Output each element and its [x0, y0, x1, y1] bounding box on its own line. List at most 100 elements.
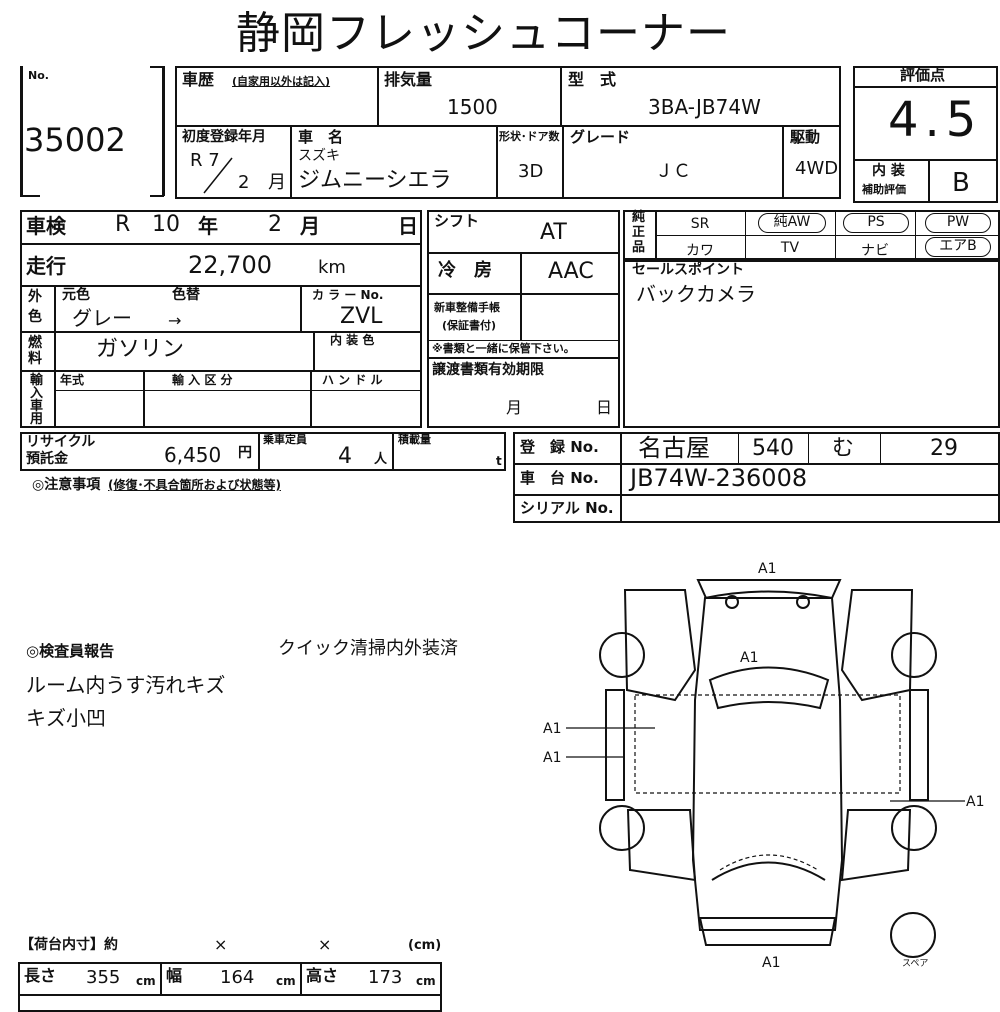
score-interior-divider — [928, 159, 930, 203]
spec-side-divider — [54, 285, 56, 428]
color-change-label: 色替 — [172, 287, 200, 303]
doors-label: 形状･ドア数 — [499, 130, 560, 143]
cargo-height: 173 — [368, 967, 403, 988]
history-sub-label: (自家用以外は記入) — [232, 75, 331, 88]
chassis-value: JB74W-236008 — [630, 464, 808, 492]
car-name-label: 車 名 — [298, 128, 344, 146]
recycle-divider-2 — [392, 432, 394, 471]
inspection-year-unit: 年 — [198, 214, 218, 238]
shift-value: AT — [540, 220, 567, 245]
divider-firstreg — [290, 125, 292, 199]
color-original-label: 元色 — [62, 287, 90, 303]
inspection-era: R — [115, 212, 131, 237]
equipment-sr: SR — [690, 216, 710, 232]
load-unit: t — [496, 454, 502, 468]
history-label: 車歴 — [182, 70, 215, 89]
drive-label: 駆動 — [790, 128, 821, 146]
spec-line-2 — [20, 285, 422, 287]
notes-label: ◎注意事項 — [32, 477, 101, 493]
equipment-col-3 — [915, 210, 916, 260]
mileage-unit: km — [318, 257, 346, 278]
damage-mark-right: A1 — [966, 794, 985, 810]
mileage-label: 走行 — [26, 254, 66, 278]
spec-import-subline — [54, 390, 422, 391]
transfer-month-unit: 月 — [506, 398, 523, 417]
cargo-label: 【荷台内寸】約 — [20, 937, 118, 953]
inspection-month-unit: 月 — [300, 214, 320, 238]
lot-top-right — [150, 66, 164, 68]
equipment-side-label-3: 品 — [632, 240, 646, 255]
damage-mark-left-1: A1 — [543, 721, 562, 737]
registration-line-1 — [513, 463, 1000, 465]
fuel-value: ガソリン — [96, 337, 185, 362]
color-code-value: ZVL — [340, 304, 383, 329]
chassis-label: 車 台 No. — [520, 469, 599, 487]
equipment-aw-circled: 純AW — [758, 213, 826, 233]
recycle-value: 6,450 — [164, 443, 222, 467]
car-model: ジムニーシエラ — [298, 168, 452, 193]
color-side-label-2: 色 — [28, 309, 42, 325]
serial-label: シリアル No. — [520, 499, 614, 517]
registration-class: 540 — [752, 436, 794, 461]
spec-color-divider — [300, 285, 302, 331]
shift-line-1 — [427, 252, 620, 254]
vehicle-info-block — [175, 66, 841, 199]
spec-line-4 — [20, 370, 422, 372]
load-label: 積載量 — [398, 433, 431, 446]
lot-bottom-right — [150, 195, 164, 197]
inspector-line-1: ルーム内うす汚れキズ — [26, 673, 226, 697]
spec-import-divider-1 — [143, 370, 145, 428]
cargo-line — [18, 994, 442, 996]
car-maker: スズキ — [298, 148, 340, 164]
equipment-tv: TV — [780, 240, 800, 256]
cargo-length: 355 — [86, 967, 121, 988]
shift-line-2 — [427, 293, 620, 295]
equipment-col-2 — [835, 210, 836, 260]
inspection-day-unit: 日 — [398, 214, 418, 238]
spare-tire-label: スペア — [902, 959, 929, 969]
cargo-height-label: 高さ — [306, 966, 339, 985]
notes-sub-label: (修復･不具合箇所および状態等) — [108, 478, 281, 492]
registration-class-divider — [808, 432, 809, 463]
damage-mark-rear: A1 — [758, 561, 777, 577]
displacement-value: 1500 — [447, 95, 498, 119]
color-change-value: → — [168, 311, 182, 330]
displacement-label: 排気量 — [384, 70, 433, 89]
registration-kana-divider — [880, 432, 881, 463]
damage-mark-roof: A1 — [740, 650, 759, 666]
spec-line-3 — [20, 331, 422, 333]
lot-bottom-left — [20, 195, 40, 197]
sales-point-label: セールスポイント — [632, 262, 744, 278]
equipment-leather: カワ — [686, 243, 714, 259]
import-year-label: 年式 — [60, 373, 85, 387]
shift-ac-divider — [520, 252, 522, 293]
transfer-label: 譲渡書類有効期限 — [432, 362, 544, 378]
inspector-line-2: キズ小凹 — [26, 706, 106, 730]
grade-value: ＪＣ — [655, 161, 691, 182]
cargo-height-cm: cm — [416, 974, 436, 988]
interior-value: B — [952, 168, 970, 198]
import-side-label-3: 車 — [30, 399, 44, 414]
cargo-length-label: 長さ — [24, 966, 57, 985]
import-side-label-1: 輸 — [30, 373, 44, 388]
cargo-times-1: × — [214, 935, 228, 954]
spec-fuel-divider — [313, 331, 315, 370]
spec-import-divider-2 — [310, 370, 312, 428]
interior-label-1: 内 装 — [872, 163, 905, 179]
score-line-top — [853, 86, 998, 88]
cargo-width-cm: cm — [276, 974, 296, 988]
inspector-line-0: クイック清掃内外装済 — [278, 638, 458, 659]
recycle-label-2: 預託金 — [26, 451, 68, 467]
inspector-label: ◎検査員報告 — [26, 642, 115, 660]
registration-city: 名古屋 — [638, 434, 710, 462]
equipment-side-label-2: 正 — [632, 225, 646, 240]
shift-line-3 — [427, 357, 620, 359]
equipment-navi: ナビ — [861, 243, 889, 259]
spec-line-1 — [20, 243, 422, 245]
ac-value: AAC — [548, 259, 594, 284]
sales-point-block — [623, 260, 1000, 428]
score-line-bottom — [853, 159, 998, 161]
sales-point-value: バックカメラ — [636, 282, 756, 306]
shift-block — [427, 210, 620, 428]
equipment-col-1 — [745, 210, 746, 260]
